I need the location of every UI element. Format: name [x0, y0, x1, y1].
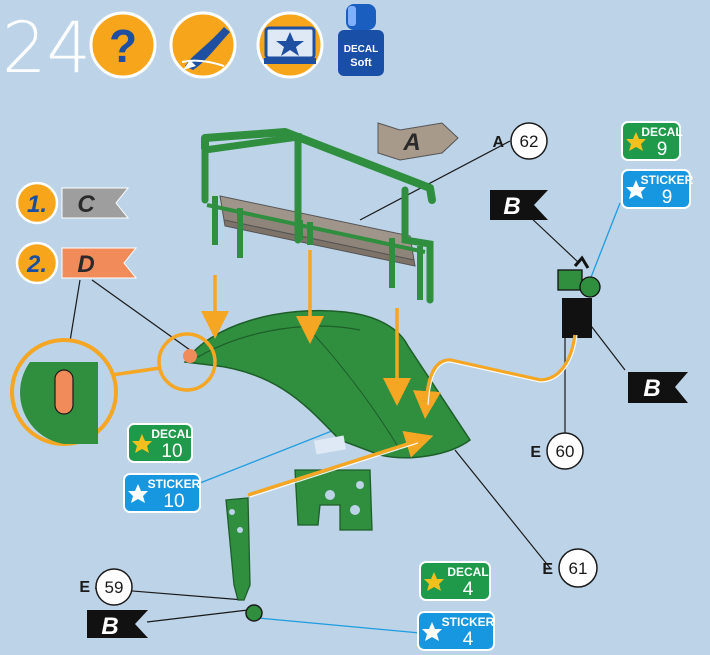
sticker-word: STICKER — [442, 615, 495, 629]
decal-soft-bottle-icon: DECAL Soft — [338, 4, 384, 76]
decal-bottle-line2: Soft — [350, 57, 372, 69]
flag-a: A — [378, 123, 458, 160]
paint-brush-icon — [171, 13, 235, 77]
callout-letter: E — [530, 444, 541, 461]
step-1: 1. C — [17, 183, 128, 223]
sticker-badge-4: STICKER 4 — [418, 612, 495, 650]
flag-c: C — [77, 191, 95, 218]
callout-number: 62 — [520, 132, 539, 151]
sticker-number: 9 — [662, 187, 673, 208]
callout-a-62: A 62 — [492, 123, 547, 159]
flag-b-letter: B — [503, 193, 520, 220]
fender-part — [183, 311, 470, 530]
flag-d: D — [77, 251, 94, 278]
sticker-badge-10: STICKER 10 — [124, 474, 201, 512]
flag-b-bottom: B — [87, 610, 148, 640]
flag-b-letter: B — [643, 375, 660, 402]
decal-word: DECAL — [641, 125, 682, 139]
svg-text:?: ? — [109, 20, 137, 72]
callout-letter: E — [542, 561, 553, 578]
flag-b-right: B — [628, 372, 688, 403]
callout-letter: A — [492, 134, 504, 151]
callout-number: 61 — [569, 559, 588, 578]
decal-number: 4 — [463, 579, 474, 600]
decal-bottle-line1: DECAL — [344, 44, 378, 55]
decal-badge-9: DECAL 9 — [622, 122, 683, 160]
flag-b-letter: B — [101, 613, 118, 640]
help-icon: ? — [91, 13, 155, 77]
step-1-number: 1. — [27, 191, 47, 218]
display-case-icon — [258, 13, 322, 77]
step-2: 2. D — [17, 243, 136, 283]
sticker-word: STICKER — [641, 173, 694, 187]
callout-number: 59 — [105, 578, 124, 597]
decal-badge-4: DECAL 4 — [420, 562, 490, 600]
sticker-word: STICKER — [148, 477, 201, 491]
decal-word: DECAL — [151, 427, 192, 441]
callout-number: 60 — [556, 442, 575, 461]
flag-a-letter: A — [402, 129, 420, 156]
sticker-number: 10 — [163, 491, 184, 512]
sticker-badge-9: STICKER 9 — [622, 170, 694, 208]
step-number: 24 — [2, 7, 91, 89]
callout-e-61: E 61 — [542, 549, 597, 587]
decal-badge-10: DECAL 10 — [128, 424, 193, 462]
callout-e-59: E 59 — [79, 569, 132, 605]
flag-b-top: B — [490, 190, 548, 220]
decal-number: 9 — [657, 139, 668, 160]
decal-number: 10 — [161, 441, 182, 462]
step-2-number: 2. — [26, 251, 47, 278]
sticker-number: 4 — [463, 629, 474, 650]
bracket-part — [226, 498, 262, 621]
callout-e-60: E 60 — [530, 433, 583, 469]
callout-letter: E — [79, 579, 90, 596]
decal-word: DECAL — [447, 565, 488, 579]
